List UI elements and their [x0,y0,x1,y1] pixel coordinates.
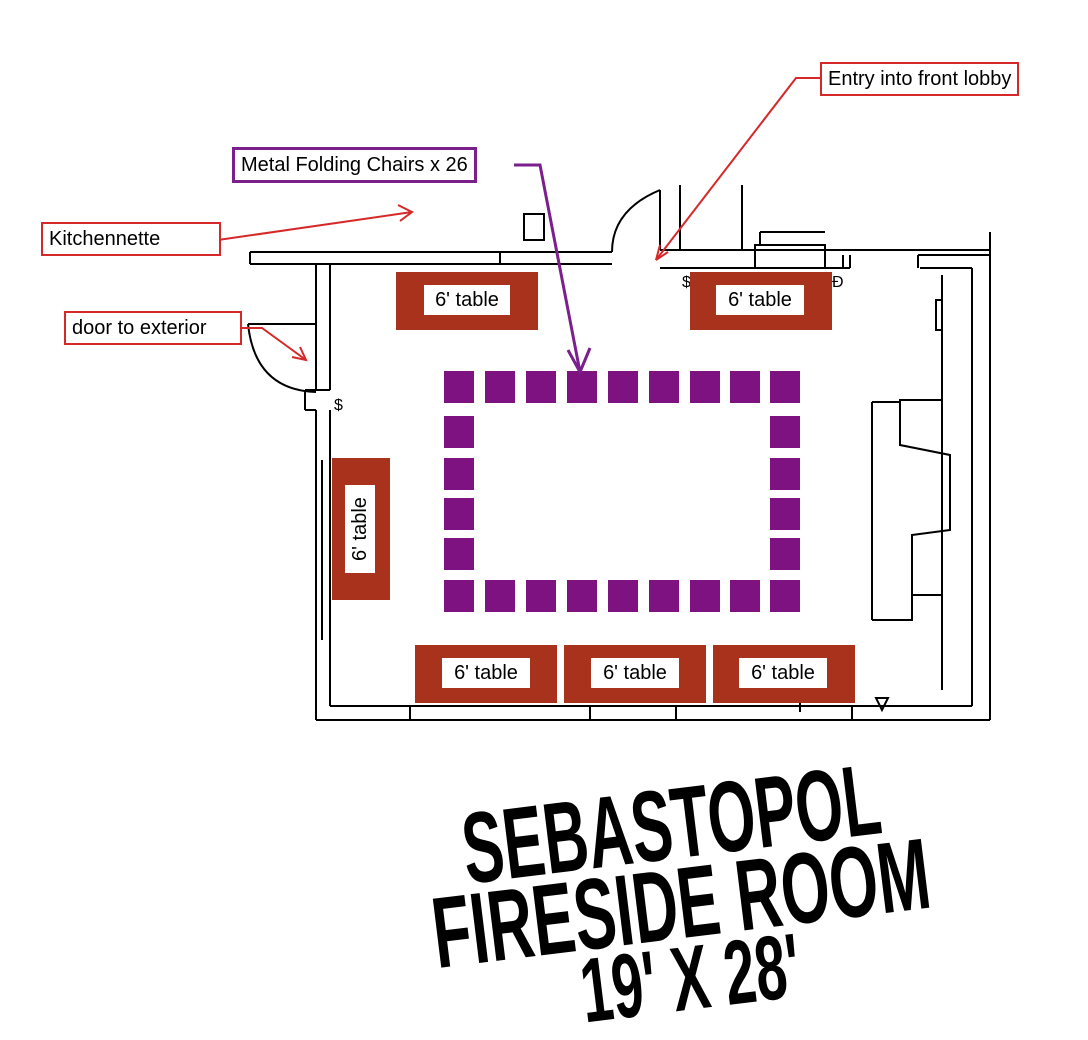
chair [608,580,638,612]
door-callout: door to exterior [64,311,242,345]
chair [567,580,597,612]
table-label-left-vertical: 6' table [345,485,375,573]
svg-text:Đ: Đ [832,274,844,291]
chair [690,371,720,403]
chair [526,371,556,403]
chair [485,371,515,403]
chair [567,371,597,403]
entry-arrow [655,77,822,261]
entry-callout: Entry into front lobby [820,62,1020,96]
chair [444,416,474,448]
chairs-arrow [514,163,582,373]
chair [649,580,679,612]
callout-arrows [217,77,822,376]
kitchen-callout: Kitchennette [41,222,221,256]
room-walls [247,185,991,721]
chair [770,580,800,612]
chair [690,580,720,612]
chair [649,371,679,403]
chair [730,580,760,612]
table-label-bottom-left: 6' table [442,658,530,688]
table-label-top-right: 6' table [716,285,804,315]
chair [770,371,800,403]
chair [444,498,474,530]
chairs-callout: Metal Folding Chairs x 26 [232,147,477,183]
outlet-markers: $ $ Đ [334,274,844,414]
chair [444,458,474,490]
table-label-bottom-right: 6' table [739,658,827,688]
chair [485,580,515,612]
svg-text:$: $ [682,274,691,291]
chair [444,371,474,403]
svg-text:$: $ [334,397,343,414]
chair [770,458,800,490]
chair [770,498,800,530]
door-arrow [239,327,307,361]
chair [608,371,638,403]
chairs [444,371,800,612]
chair [770,538,800,570]
table-label-top-left: 6' table [424,285,510,315]
chair [444,580,474,612]
chair [770,416,800,448]
chair [730,371,760,403]
kitchen-arrow [217,211,413,241]
chair [444,538,474,570]
chair [526,580,556,612]
room-title-stamp: SEBASTOPOL FIRESIDE ROOM 19' X 28' [426,760,936,1030]
table-label-bottom-middle: 6' table [591,658,679,688]
